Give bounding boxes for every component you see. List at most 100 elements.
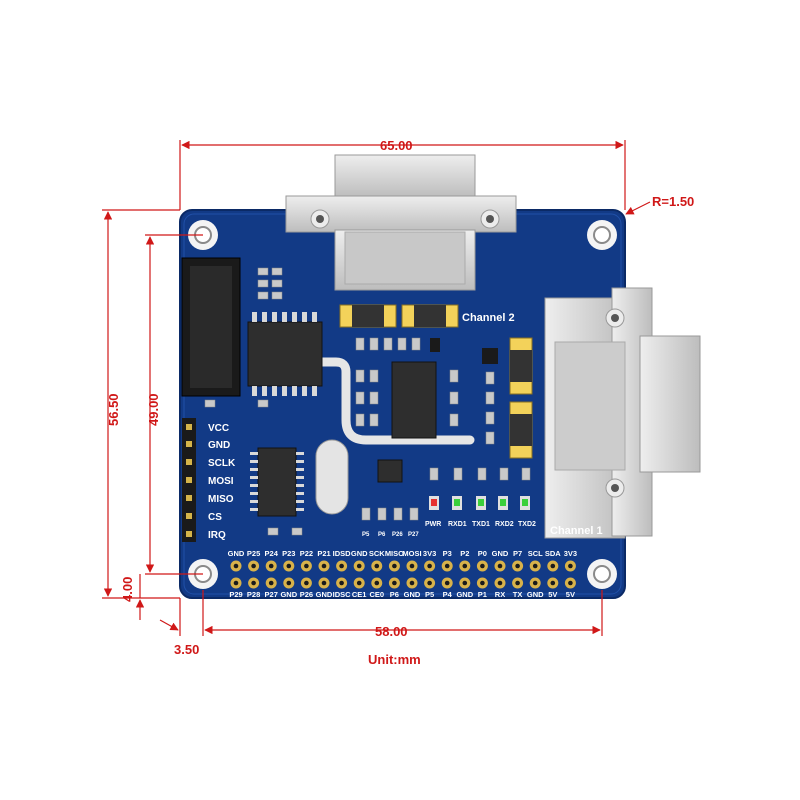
gpio-pin-hole [339,563,344,569]
gpio-pin-hole [409,580,415,586]
gpio-pin-hole [321,563,327,569]
gpio-bottom-label: IDSC [333,590,352,599]
gpio-top-label: GND [228,549,245,558]
gpio-top-label: MOSI [402,549,421,558]
gpio-pin-hole [515,580,520,586]
db9-connector-channel-1 [544,287,701,539]
gpio-pin-hole [304,580,309,586]
gpio-bottom-label: 5V [566,590,575,599]
unit-label: Unit:mm [368,652,421,667]
gpio-top-label: GND [351,549,368,558]
status-leds [429,496,530,510]
bottom-offset-label: 4.00 [120,577,135,602]
gpio-pin-hole [286,580,292,586]
gpio-pin-hole [409,563,415,569]
mounting-hole-top-right [587,220,617,250]
smd-components [204,267,531,536]
gpio-bottom-label: CE0 [370,590,385,599]
gpio-bottom-label: P26 [300,590,313,599]
height-inner-dimension-label: 49.00 [146,393,161,426]
gpio-pin-hole [568,580,573,586]
sensor-pin-labels: VCC GND SCLK MOSI MISO CS IRQ [208,423,236,541]
pin-label-cs: CS [208,512,222,523]
height-outer-dimension-label: 56.50 [106,393,121,426]
led-labels: PWR RXD1 TXD1 RXD2 TXD2 [425,521,536,528]
gpio-bottom-label: P1 [478,590,487,599]
gpio-bottom-label: TX [513,590,523,599]
black-connector-block [181,257,241,397]
gpio-pin-hole [480,580,485,586]
gpio-pin-hole [497,563,503,569]
gpio-pin-hole [392,580,397,586]
led-label-pwr: PWR [425,521,441,528]
gpio-top-label: P7 [513,549,522,558]
gpio-bottom-label: P5 [425,590,434,599]
gpio-pin-hole [268,580,274,586]
gpio-bottom-label: P4 [443,590,453,599]
pin-label-sclk: SCLK [208,458,236,469]
pin-label-gnd: GND [208,440,230,451]
gpio-pin-hole [268,563,274,569]
gpio-pin-hole [497,580,503,586]
gpio-pin-hole [251,580,256,586]
gpio-bottom-label: GND [527,590,544,599]
jumper-labels: P5 P6 P26 P27 [362,532,419,538]
gpio-pin-hole [444,563,450,569]
hole-span-label: 58.00 [375,624,408,639]
jumper-label-p6: P6 [378,532,386,538]
crystal-oscillator [315,439,349,515]
pin-label-irq: IRQ [208,530,226,541]
gpio-pin-hole [550,580,556,586]
gpio-pin-hole [427,563,432,569]
gpio-top-label: P23 [282,549,295,558]
radius-label: R=1.50 [652,194,694,209]
gpio-bottom-label: CE1 [352,590,367,599]
gpio-bottom-label: P28 [247,590,260,599]
silkscreen-trace [317,357,475,445]
gpio-top-label: SCK [369,549,385,558]
pin-label-vcc: VCC [208,423,229,434]
transistor [482,348,498,364]
gpio-top-label: P22 [300,549,313,558]
gpio-pin-hole [550,563,556,569]
gpio-top-label: SDA [545,549,561,558]
gpio-pin-hole [480,563,485,569]
gpio-pin-hole [286,563,292,569]
gpio-top-label: 3V3 [423,549,436,558]
gpio-top-label: IDSD [333,549,352,558]
gpio-pin-hole [532,563,538,569]
gpio-bottom-label: GND [280,590,297,599]
gpio-top-label: P25 [247,549,260,558]
channel-2-label: Channel 2 [462,312,515,324]
radius-leader [625,201,651,215]
gpio-pin-hole [339,580,344,586]
gpio-top-label: P2 [460,549,469,558]
db9-connector-channel-2 [285,154,517,291]
gpio-pin-hole [356,563,362,569]
gpio-pin-hole [444,580,450,586]
gpio-bottom-label: P6 [390,590,399,599]
gpio-pin-hole [304,563,309,569]
gpio-header [230,560,576,589]
mounting-hole-bottom-right [587,559,617,589]
gpio-top-label: P21 [317,549,330,558]
gpio-pin-hole [532,580,538,586]
gpio-pin-hole [374,580,380,586]
gpio-top-label: P0 [478,549,487,558]
gpio-pin-hole [568,563,573,569]
ic-chips [247,312,437,517]
pin-label-miso: MISO [208,494,234,505]
led-label-txd2: TXD2 [518,521,536,528]
diode [430,338,440,352]
gpio-top-label: GND [492,549,509,558]
led-label-rxd1: RXD1 [448,521,467,528]
gpio-top-label: SCL [528,549,543,558]
left-offset-arrow [159,619,179,631]
gpio-pin-hole [233,580,239,586]
dimension-lines [102,140,651,636]
channel-1-label: Channel 1 [550,525,603,537]
gpio-top-label: P24 [265,549,279,558]
gpio-pin-hole [427,580,432,586]
